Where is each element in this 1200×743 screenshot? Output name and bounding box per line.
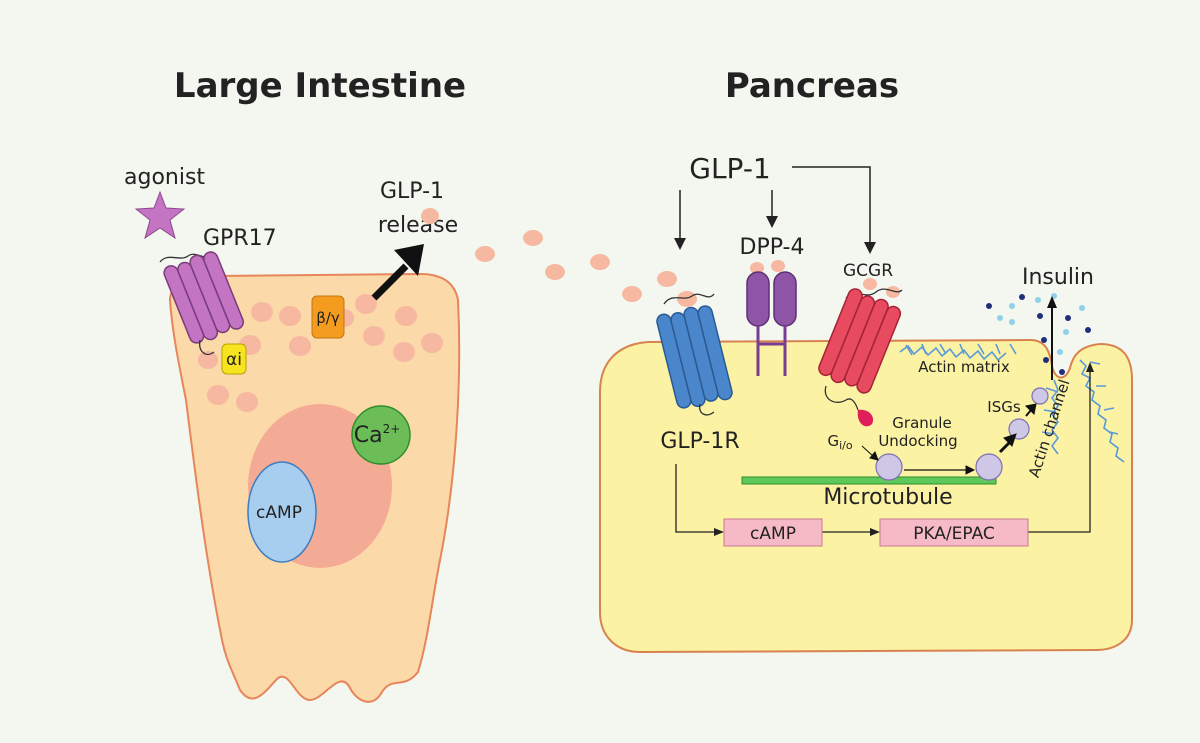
calcium-blob [351, 405, 411, 465]
alpha-i-subunit [221, 343, 247, 375]
pathway-lines [675, 370, 1091, 533]
insulin-granules [875, 387, 1049, 481]
dpp4-label: DPP-4 [740, 235, 805, 260]
insulin-release-arrow-icon [1047, 296, 1057, 380]
isgs-label: ISGs [987, 398, 1021, 416]
pancreas-camp-label: cAMP [750, 524, 796, 544]
pancreas-camp-box [723, 518, 823, 547]
pka-epac-box [879, 518, 1029, 547]
gpr17-receptor [159, 251, 245, 355]
title-pancreas: Pancreas [725, 66, 899, 106]
glp1r-receptor [656, 293, 733, 416]
beta-gamma-label: β/γ [316, 309, 340, 327]
title-large-intestine: Large Intestine [174, 66, 466, 106]
pka-epac-label: PKA/EPAC [913, 524, 995, 544]
gio-protein [857, 409, 874, 427]
dpp4-enzyme [746, 271, 797, 376]
agonist-star [134, 190, 186, 240]
gcgr-receptor [818, 288, 903, 411]
agonist-label: agonist [124, 165, 205, 190]
glp1-release-line2: release [378, 213, 458, 238]
alpha-i-label: αi [226, 350, 242, 370]
intestine-camp-blob [247, 461, 317, 563]
glp1-dots [421, 208, 900, 307]
granule-label-line2: Undocking [878, 432, 957, 450]
actin-matrix-label: Actin matrix [918, 358, 1010, 376]
glp1-connector-arrows [679, 166, 871, 244]
granule-label-line1: Granule [892, 414, 951, 432]
microtubule-label: Microtubule [823, 485, 952, 510]
beta-gamma-subunit [311, 295, 345, 339]
glp1-release-arrow-icon [371, 244, 424, 301]
gcgr-label: GCGR [843, 261, 893, 281]
intestine-camp-label: cAMP [256, 503, 302, 523]
insulin-label: Insulin [1022, 265, 1094, 290]
actin-matrix [899, 343, 1125, 463]
microtubule-bar [741, 476, 997, 485]
pancreas-cell [599, 338, 1133, 654]
granule-arrows [861, 403, 1037, 475]
glp1-release-line1: GLP-1 [380, 179, 444, 204]
gpr17-label: GPR17 [203, 226, 277, 251]
pancreas-glp1-label: GLP-1 [689, 152, 770, 185]
calcium-label: Ca2+ [354, 422, 401, 448]
insulin-release-dots [986, 293, 1091, 375]
gio-label: Gi/o [827, 432, 852, 452]
glp1r-label: GLP-1R [660, 429, 739, 454]
glp1-arrowheads [674, 216, 876, 254]
pathway-arrowheads [714, 362, 1094, 536]
